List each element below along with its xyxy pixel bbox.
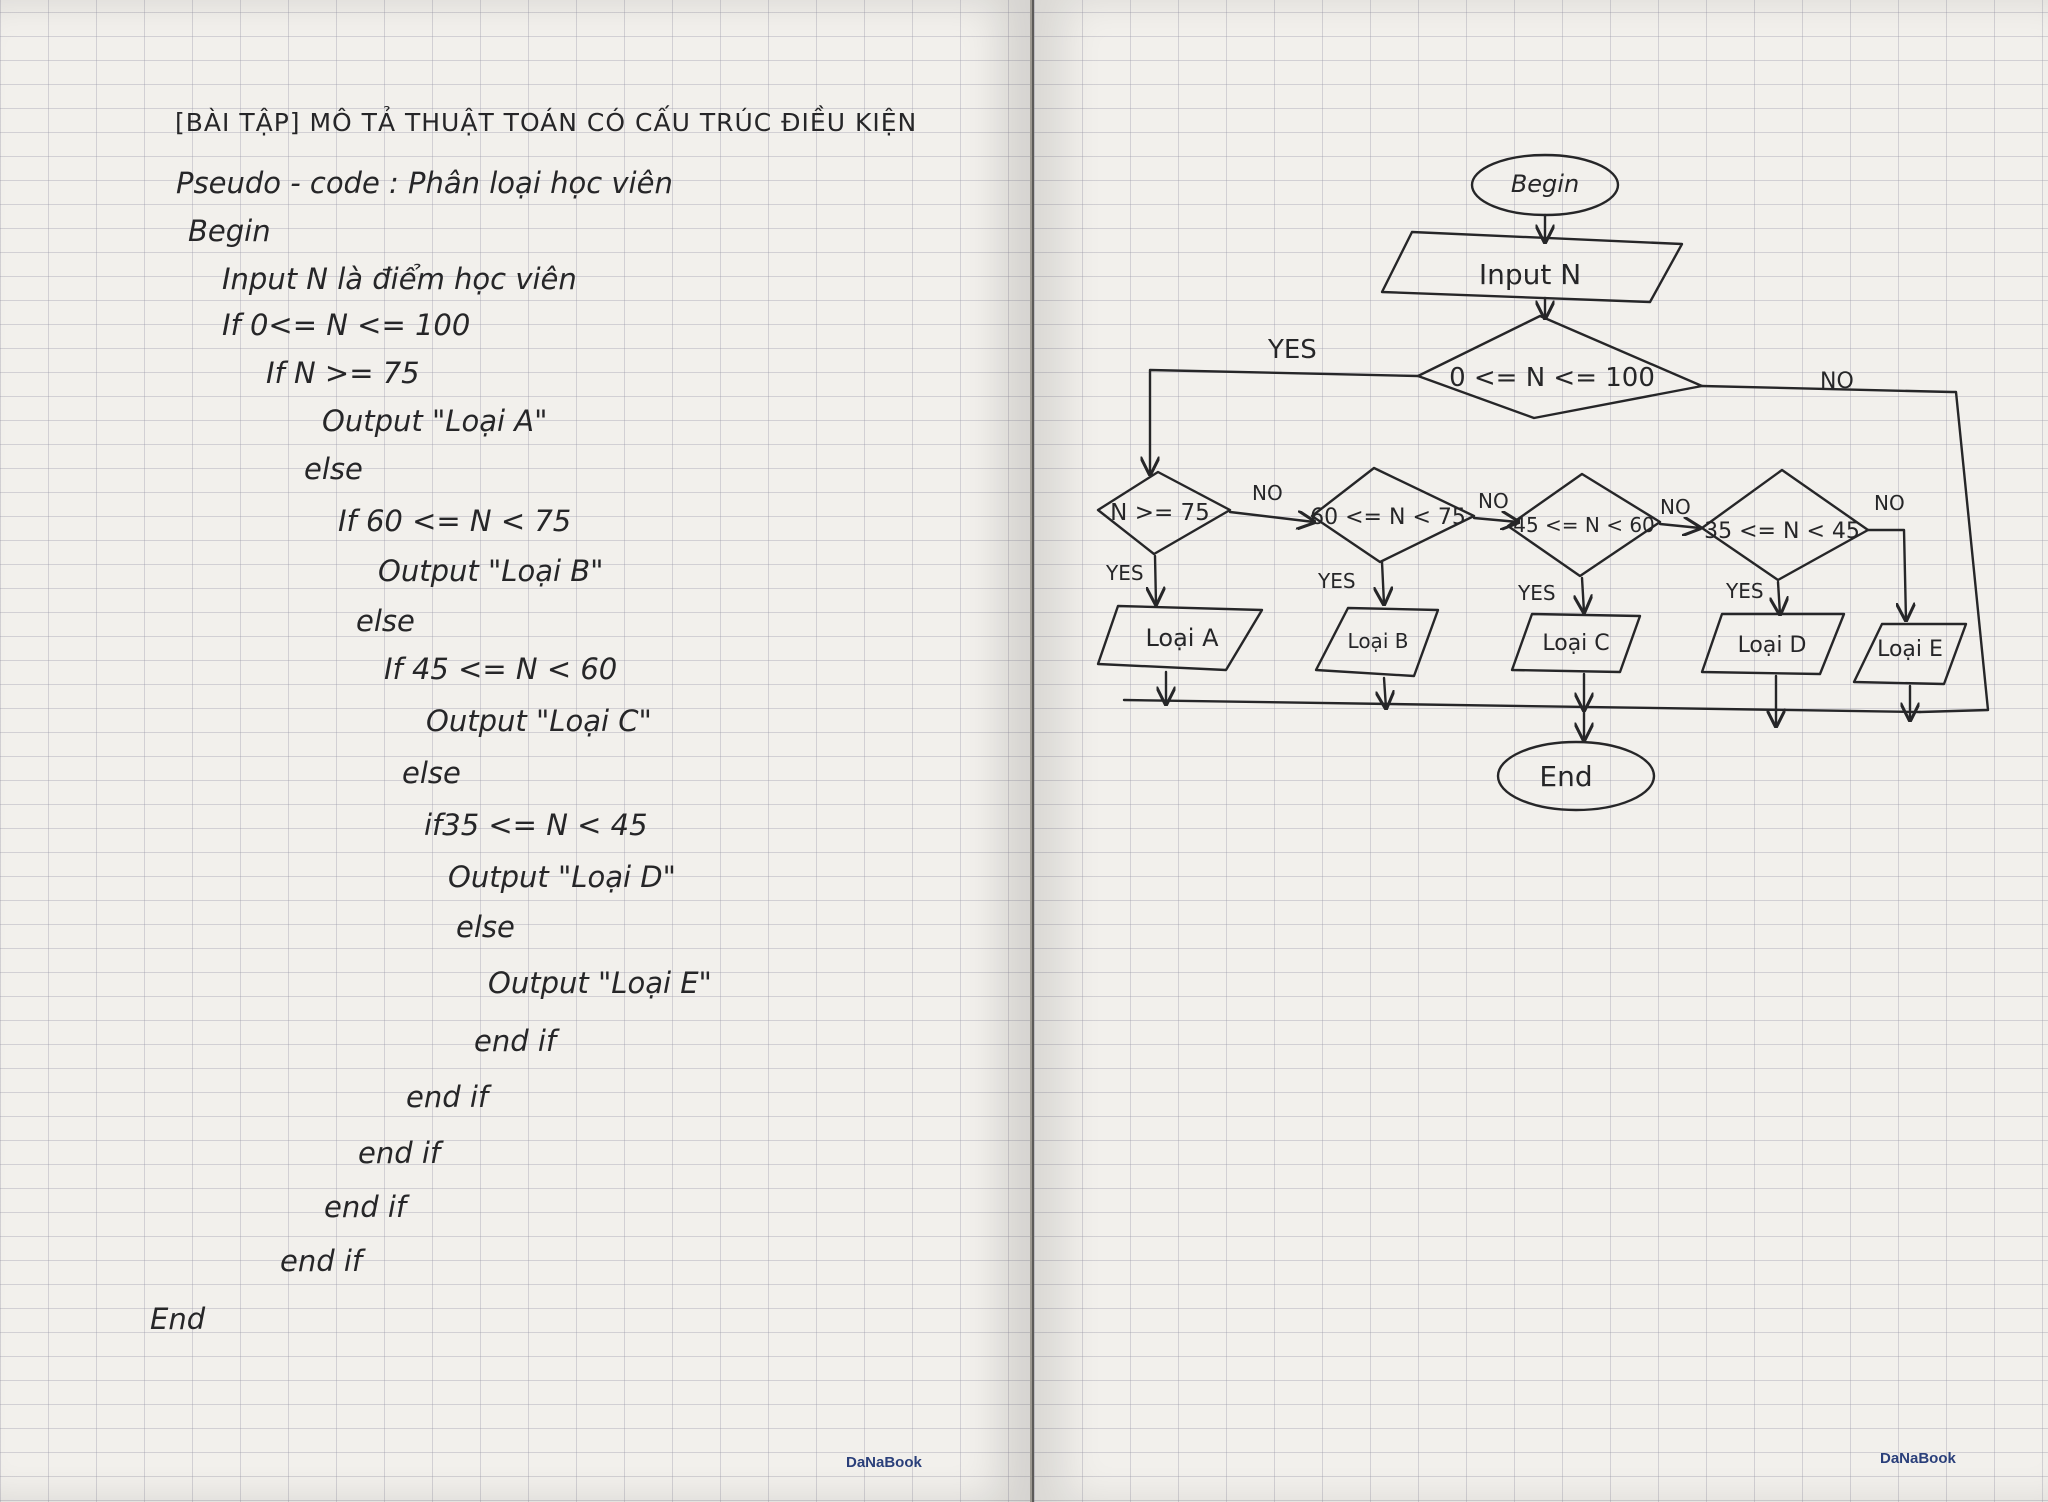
code-line: else [356,604,415,638]
code-line: If 45 <= N < 60 [384,652,618,686]
left-notebook-page: [BÀI TẬP] MÔ TẢ THUẬT TOÁN CÓ CẤU TRÚC Đ… [0,0,1032,1502]
pseudocode-heading: Pseudo - code : Phân loại học viên [176,166,673,200]
code-line: else [304,452,363,486]
output-d [1700,612,1846,676]
notebook-brand: DaNaBook [846,1454,922,1471]
decision-main [1416,314,1704,420]
code-line: end if [280,1244,363,1278]
code-line: Output "Loại C" [426,704,652,738]
code-line: If 60 <= N < 75 [338,504,572,538]
output-e [1852,622,1968,686]
output-b-label: Loại B [1348,629,1409,653]
input-label: Input N [1479,258,1581,291]
output-b [1314,606,1440,678]
decision-1 [1096,470,1232,556]
code-line: Begin [188,214,271,248]
no-label-1: NO [1252,481,1283,505]
code-line: Output "Loại B" [378,554,604,588]
yes-label-main: YES [1267,335,1317,365]
code-line: end if [358,1136,441,1170]
right-notebook-page: DaNaBook [1034,0,2048,1502]
begin-label: Begin [1511,170,1579,198]
no-label-2: NO [1478,489,1509,513]
yes-label-4: YES [1725,579,1764,603]
output-a [1096,604,1264,672]
no-label-main: NO [1820,369,1854,394]
code-line: else [402,756,461,790]
decision-3 [1506,472,1662,578]
yes-label-1: YES [1105,561,1144,585]
decision-2 [1310,466,1476,564]
condition-2-label: 60 <= N < 75 [1310,505,1466,530]
yes-label-3: YES [1517,581,1556,605]
output-e-label: Loại E [1877,637,1943,662]
output-c-label: Loại C [1542,631,1609,656]
input-box [1380,230,1684,304]
code-line: end if [474,1024,557,1058]
output-a-label: Loại A [1145,624,1219,652]
code-line: else [456,910,515,944]
end-terminal [1496,740,1656,812]
code-line: End [150,1302,206,1336]
condition-1-label: N >= 75 [1110,500,1210,526]
code-line: if35 <= N < 45 [424,808,648,842]
no-label-4: NO [1874,491,1905,515]
condition-4-label: 35 <= N < 45 [1704,519,1860,544]
code-line: Output "Loại E" [488,966,712,1000]
notebook-brand: DaNaBook [1880,1450,1956,1467]
code-line: If 0<= N <= 100 [222,308,471,342]
no-label-3: NO [1660,495,1691,519]
exercise-title: [BÀI TẬP] MÔ TẢ THUẬT TOÁN CÓ CẤU TRÚC Đ… [175,108,918,137]
condition-3-label: 45 <= N < 60 [1513,513,1655,537]
code-line: Output "Loại D" [448,860,676,894]
code-line: end if [324,1190,407,1224]
output-c [1510,612,1642,674]
code-line: Input N là điểm học viên [222,262,577,296]
yes-label-2: YES [1317,569,1356,593]
code-line: Output "Loại A" [322,404,548,438]
end-label: End [1539,760,1592,793]
decision-4 [1700,468,1870,582]
code-line: end if [406,1080,489,1114]
code-line: If N >= 75 [266,356,420,390]
main-condition-label: 0 <= N <= 100 [1449,363,1655,393]
output-d-label: Loại D [1738,633,1807,658]
